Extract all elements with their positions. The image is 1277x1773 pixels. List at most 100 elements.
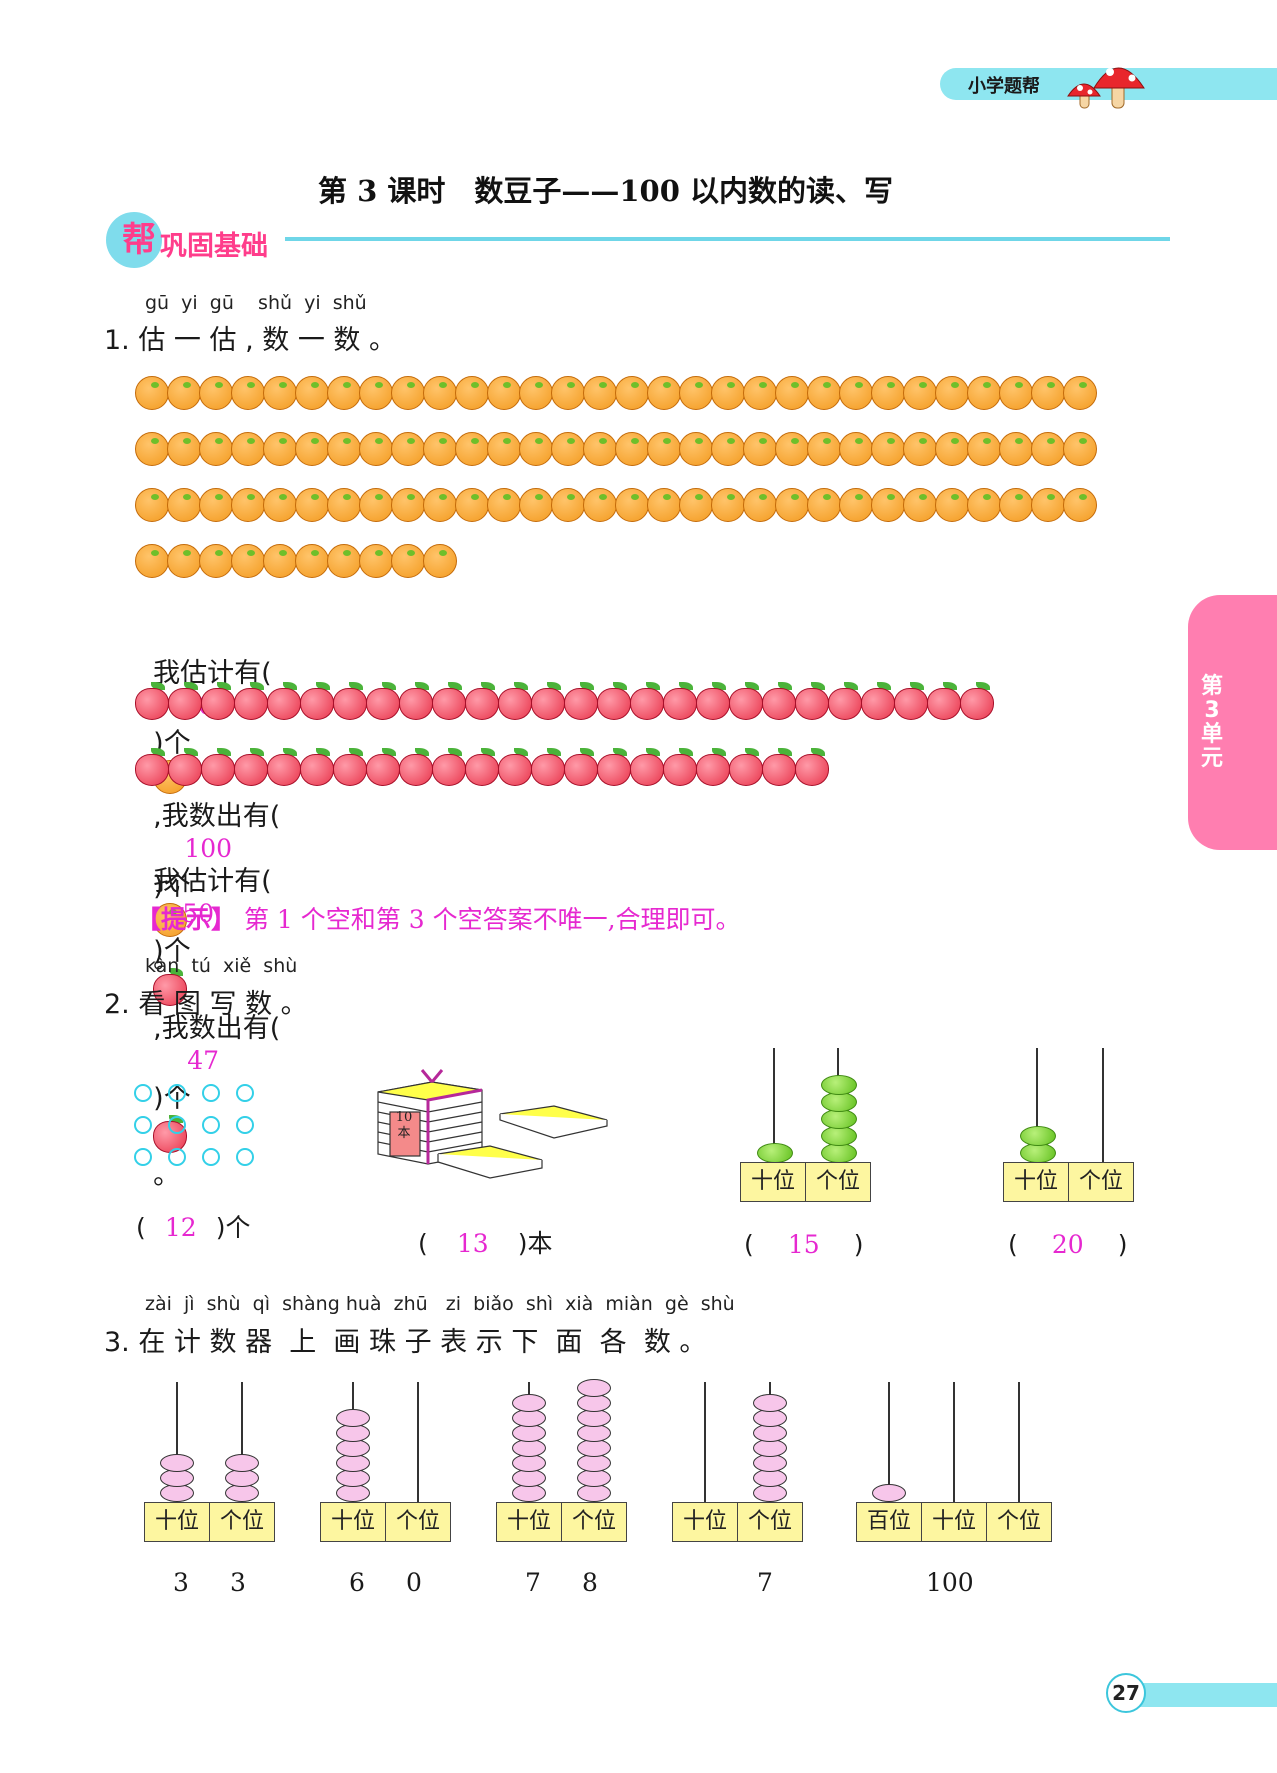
apple xyxy=(795,682,829,720)
ring xyxy=(202,1084,220,1102)
orange xyxy=(839,488,873,522)
orange xyxy=(903,376,937,410)
abacus-rod xyxy=(1102,1048,1104,1164)
ones-place-label: 个位 xyxy=(737,1502,803,1542)
apple xyxy=(564,682,598,720)
orange xyxy=(551,432,585,466)
orange xyxy=(1063,432,1097,466)
orange-icon xyxy=(153,903,188,937)
orange xyxy=(167,432,201,466)
apple-icon xyxy=(153,968,188,1006)
ring xyxy=(134,1148,152,1166)
ring xyxy=(168,1148,186,1166)
orange xyxy=(487,488,521,522)
orange xyxy=(423,432,457,466)
apple xyxy=(234,748,268,786)
orange xyxy=(647,488,681,522)
orange xyxy=(647,376,681,410)
orange xyxy=(807,488,841,522)
answer-value: 12 xyxy=(164,1213,197,1242)
unit-side-tab xyxy=(1188,595,1277,850)
orange xyxy=(455,376,489,410)
ring xyxy=(236,1116,254,1134)
abacus-bead xyxy=(577,1379,611,1397)
q3-pinyin: zài jì shù qì shàng huà zhū zi biǎo shì … xyxy=(145,1293,735,1315)
q1-prompt: 1. 估 一 估 , 数 一 数 。 xyxy=(104,325,397,356)
orange xyxy=(679,432,713,466)
apple xyxy=(498,682,532,720)
q3-number-4: 7 xyxy=(757,1568,773,1597)
apple xyxy=(366,748,400,786)
answer-unit: )个 xyxy=(153,936,191,967)
orange xyxy=(839,376,873,410)
orange xyxy=(903,488,937,522)
abacus-bead xyxy=(821,1075,857,1095)
apple xyxy=(201,682,235,720)
abacus-rod xyxy=(176,1382,178,1506)
ring xyxy=(236,1084,254,1102)
orange xyxy=(263,488,297,522)
orange xyxy=(999,376,1033,410)
books-icon xyxy=(377,1069,608,1179)
apple xyxy=(696,748,730,786)
lesson-title: 第 3 课时 数豆子——100 以内数的读、写 xyxy=(318,174,894,208)
orange xyxy=(967,376,1001,410)
q3-number-2-tens: 6 xyxy=(349,1568,365,1597)
ring xyxy=(202,1116,220,1134)
orange xyxy=(871,376,905,410)
apple xyxy=(201,748,235,786)
apple xyxy=(234,682,268,720)
tens-place-label: 十位 xyxy=(921,1502,987,1542)
answer-prefix: 我估计有( xyxy=(153,866,272,897)
apple xyxy=(399,682,433,720)
orange xyxy=(679,376,713,410)
orange xyxy=(967,488,1001,522)
q3-number-1-ones: 3 xyxy=(230,1568,246,1597)
ones-place-label: 个位 xyxy=(561,1502,627,1542)
abacus-rod xyxy=(888,1382,890,1506)
orange xyxy=(135,376,169,410)
orange xyxy=(231,432,265,466)
apple xyxy=(267,748,301,786)
orange xyxy=(391,376,425,410)
orange xyxy=(135,488,169,522)
apple xyxy=(465,748,499,786)
orange xyxy=(1031,376,1065,410)
abacus-bead xyxy=(225,1454,259,1472)
ring xyxy=(236,1148,254,1166)
answer-mid: ,我数出有( xyxy=(153,801,281,832)
apple xyxy=(531,682,565,720)
orange xyxy=(135,432,169,466)
orange xyxy=(135,544,169,578)
apple xyxy=(135,682,169,720)
ones-place-label: 个位 xyxy=(986,1502,1052,1542)
apple xyxy=(531,748,565,786)
apple xyxy=(300,748,334,786)
apple xyxy=(465,682,499,720)
orange xyxy=(1063,488,1097,522)
orange xyxy=(231,544,265,578)
apple xyxy=(498,748,532,786)
orange-count: 100 xyxy=(184,834,233,863)
orange xyxy=(167,376,201,410)
apple xyxy=(432,682,466,720)
apple xyxy=(927,682,961,720)
ones-place-label: 个位 xyxy=(209,1502,275,1542)
orange xyxy=(743,488,777,522)
orange xyxy=(1031,432,1065,466)
orange xyxy=(999,432,1033,466)
apple xyxy=(399,748,433,786)
q1-hint: 【提示】 第 1 个空和第 3 个空答案不唯一,合理即可。 xyxy=(136,900,741,936)
hundreds-place-label: 百位 xyxy=(856,1502,922,1542)
orange xyxy=(295,544,329,578)
answer-mid: ,我数出有( xyxy=(153,1013,281,1044)
orange xyxy=(967,432,1001,466)
apple xyxy=(663,682,697,720)
abacus-bead xyxy=(336,1409,370,1427)
abacus-bead xyxy=(821,1092,857,1112)
orange xyxy=(391,488,425,522)
orange xyxy=(583,432,617,466)
q3-number-1-tens: 3 xyxy=(173,1568,189,1597)
orange xyxy=(295,488,329,522)
section-divider xyxy=(285,237,1170,241)
